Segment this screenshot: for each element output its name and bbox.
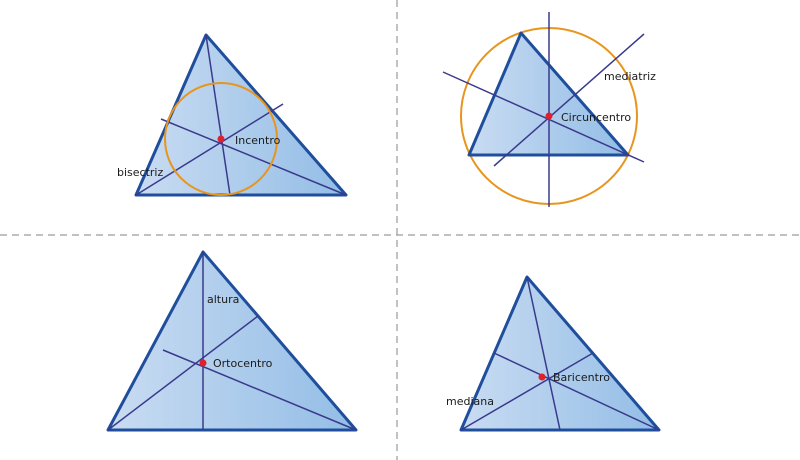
bisector-line <box>160 118 347 196</box>
incenter-label: Incentro <box>235 134 281 147</box>
bisector-line <box>135 103 284 196</box>
panel-baricentro: Baricentro mediana <box>446 275 661 432</box>
perpendicular-bisector-line <box>442 71 645 163</box>
incenter-point <box>217 135 225 143</box>
incircle <box>164 82 278 196</box>
median-line <box>526 276 561 431</box>
orthocenter-label: Ortocentro <box>213 357 273 370</box>
perpendicular-bisector-line <box>493 33 645 167</box>
centroid-label: Baricentro <box>553 371 610 384</box>
median-label: mediana <box>446 395 494 408</box>
median-line <box>493 352 660 431</box>
orthocenter-point <box>199 359 207 367</box>
panel-ortocentro: Ortocentro altura <box>106 250 358 432</box>
bisector-line <box>205 34 231 196</box>
triangle <box>106 250 358 432</box>
panel-circuncentro: Circuncentro mediatriz <box>442 12 656 207</box>
altitude-label: altura <box>207 293 239 306</box>
circumcenter-point <box>545 112 553 120</box>
circumcenter-label: Circuncentro <box>561 111 631 124</box>
panel-incentro: Incentro bisectriz <box>117 33 348 197</box>
perpendicular-bisector-label: mediatriz <box>604 70 656 83</box>
altitude-line <box>107 315 259 431</box>
median-line <box>460 352 594 431</box>
triangle <box>134 33 348 197</box>
centroid-point <box>538 373 546 381</box>
bisector-label: bisectriz <box>117 166 163 179</box>
